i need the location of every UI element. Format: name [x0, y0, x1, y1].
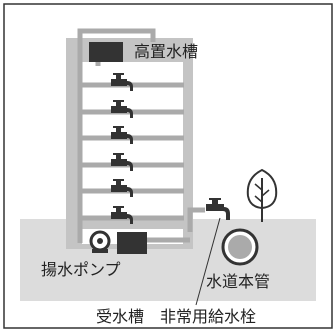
- faucet-icon: [111, 100, 133, 118]
- floor-branches: [80, 73, 184, 224]
- water-main-label: 水道本管: [206, 272, 271, 291]
- faucet-icon: [111, 206, 133, 224]
- pump-label: 揚水ポンプ: [41, 260, 121, 279]
- floor-branch: [80, 179, 184, 197]
- faucet-icon: [111, 73, 133, 91]
- floor-branch: [80, 206, 184, 224]
- water-main-icon: [221, 228, 259, 266]
- pump-icon: [89, 230, 111, 253]
- tank-icon: [89, 42, 123, 62]
- hydrant-leader-line: [195, 217, 221, 306]
- tree-icon: [246, 168, 278, 222]
- floor-branch: [80, 153, 184, 171]
- floor-branch: [80, 73, 184, 91]
- faucet-icon: [111, 153, 133, 171]
- hydrant-faucet-icon: [206, 198, 230, 220]
- floor-branch: [80, 126, 184, 144]
- floor-branch: [80, 100, 184, 118]
- receiving-tank-icon: [117, 232, 147, 254]
- faucet-icon: [111, 179, 133, 197]
- emergency-hydrant-label: 非常用給水栓: [160, 307, 257, 326]
- elevated-tank-label: 高置水槽: [134, 42, 199, 61]
- receiving-tank-label: 受水槽: [96, 307, 145, 326]
- faucet-icon: [111, 126, 133, 144]
